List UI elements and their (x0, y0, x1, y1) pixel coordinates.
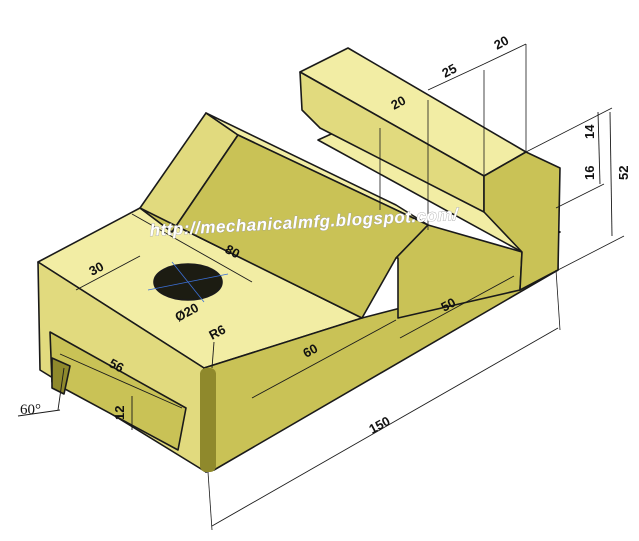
part-body (37, 47, 561, 473)
dim-50: 50 (438, 295, 458, 315)
dim-80: 80 (223, 241, 243, 261)
dim-12: 12 (112, 406, 127, 420)
dim-25: 25 (439, 61, 459, 81)
rib-left-face (299, 71, 485, 213)
hole-centerline-v (171, 261, 205, 303)
dimension-lines (17, 43, 625, 531)
dim-20-slot: 20 (388, 93, 408, 113)
dim-20-top: 20 (491, 33, 511, 53)
dim-52: 52 (616, 166, 631, 180)
dim-60: 60 (300, 341, 320, 361)
dim-150: 150 (366, 413, 392, 436)
dovetail-slot-inner (51, 357, 71, 395)
dim-16: 16 (582, 166, 597, 180)
dim-60-degree: 60° (20, 402, 41, 418)
dim-14: 14 (582, 124, 597, 139)
rounded-corner-edge (200, 368, 216, 472)
dim-56: 56 (107, 355, 127, 375)
dim-r6: R6 (206, 322, 228, 343)
dim-30: 30 (86, 259, 106, 279)
rib-right-face (483, 151, 561, 291)
